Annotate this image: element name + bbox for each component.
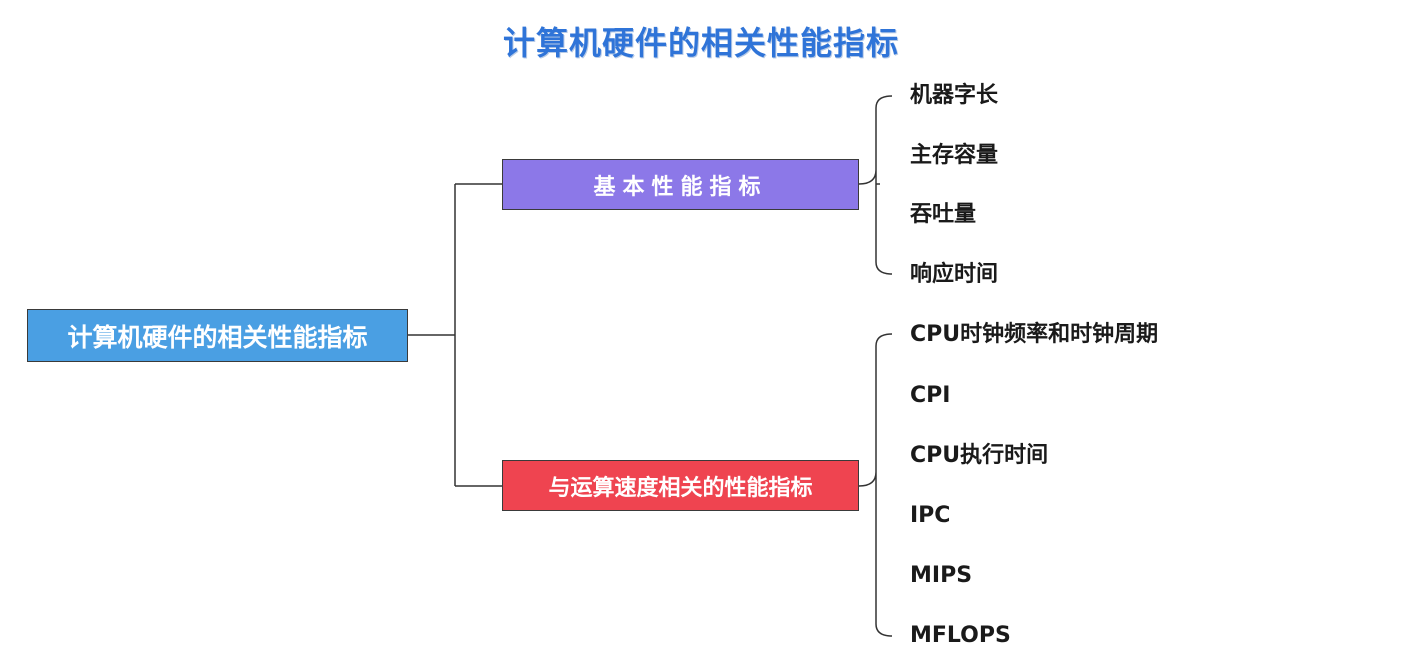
leaf-item: MIPS	[910, 563, 973, 588]
leaf-item: IPC	[910, 503, 951, 528]
leaf-item: 主存容量	[910, 143, 999, 168]
leaf-item: CPU时钟频率和时钟周期	[910, 322, 1159, 347]
brace-speed	[858, 333, 893, 637]
leaf-item: CPU执行时间	[910, 443, 1049, 468]
leaf-item: MFLOPS	[910, 623, 1011, 648]
branch-node-basic: 基本性能指标	[502, 159, 859, 210]
leaf-item: 吞吐量	[910, 202, 977, 227]
branch-node-speed: 与运算速度相关的性能指标	[502, 460, 859, 511]
leaf-item: CPI	[910, 383, 951, 408]
leaf-item: 机器字长	[910, 83, 999, 108]
root-node: 计算机硬件的相关性能指标	[27, 309, 408, 362]
leaf-item: 响应时间	[910, 262, 999, 287]
brace-basic	[858, 95, 893, 275]
page-title: 计算机硬件的相关性能指标	[502, 24, 899, 62]
